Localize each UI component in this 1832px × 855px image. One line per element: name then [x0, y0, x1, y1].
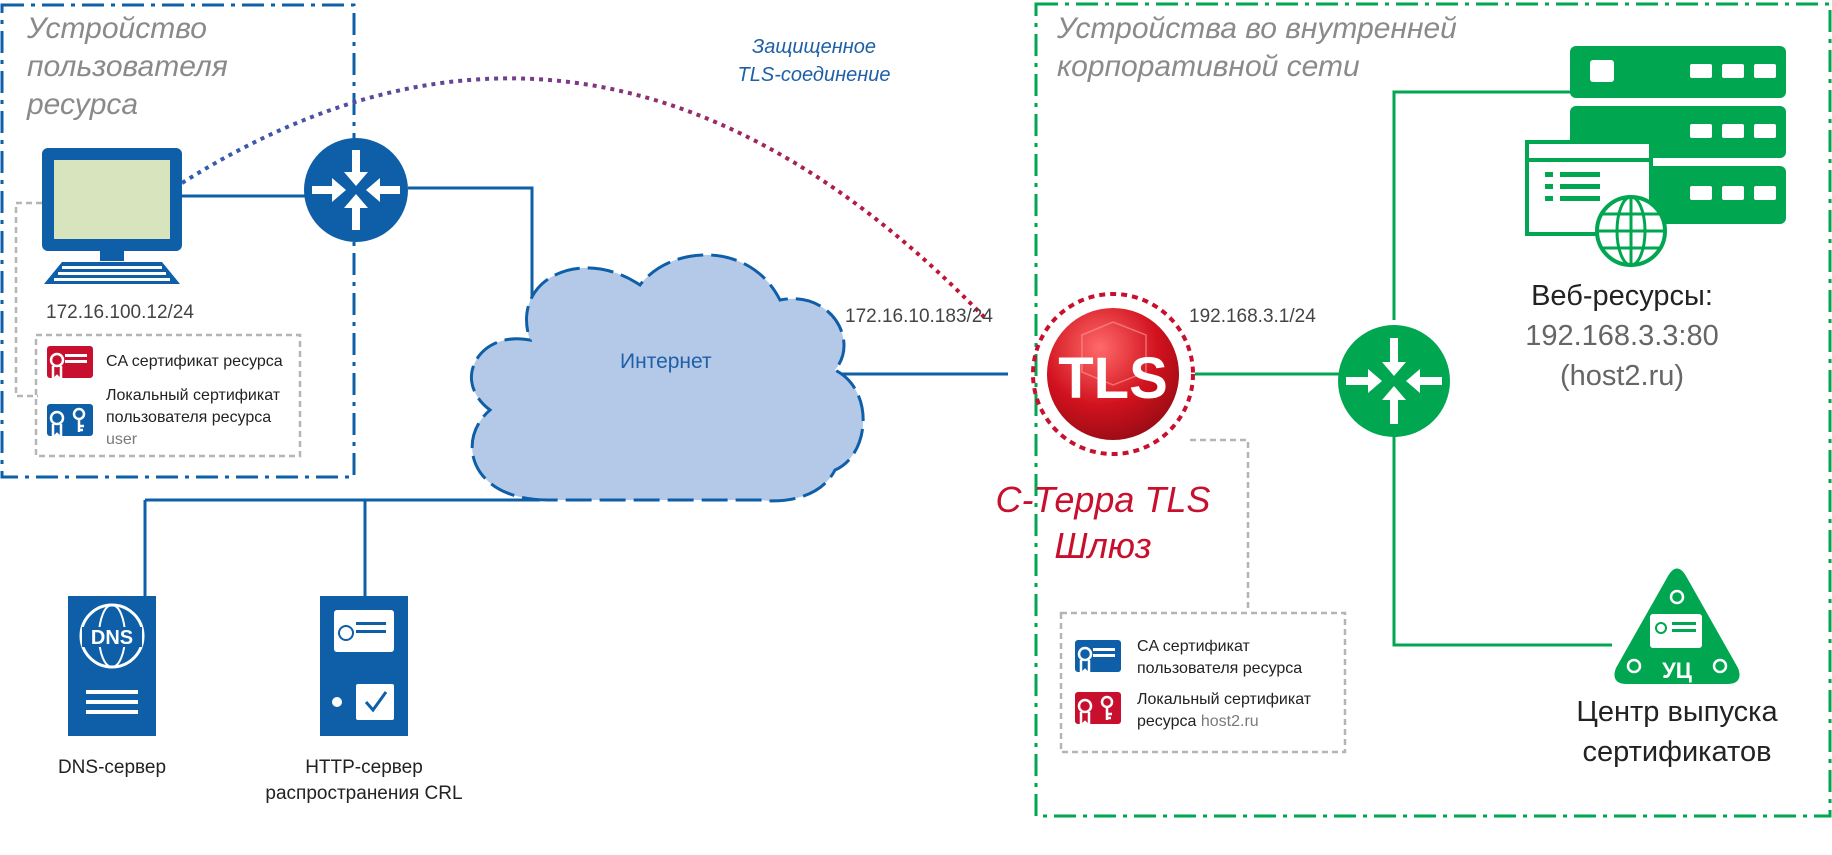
- user-local-cert-line: пользователя ресурса: [106, 409, 272, 426]
- user-local-cert-icon: [45, 402, 95, 440]
- blue-network-lines: [143, 186, 1008, 598]
- internet-label: Интернет: [620, 350, 712, 373]
- gateway-external-ip: 172.16.10.183/24: [845, 306, 993, 327]
- web-resources-host: (host2.ru): [1559, 360, 1685, 392]
- user-zone-title-line: Устройство: [27, 12, 207, 45]
- user-cert-owner: user: [106, 431, 138, 448]
- gray-connectors: [14, 201, 1347, 754]
- corp-zone-title-line: корпоративной сети: [1057, 50, 1360, 83]
- corp-zone-frame: [1034, 2, 1832, 818]
- user-ip-label: 172.16.100.12/24: [46, 302, 194, 323]
- gateway-internal-ip: 192.168.3.1/24: [1189, 306, 1316, 327]
- corp-zone-title: Устройства во внутренней корпоративной с…: [1057, 10, 1457, 86]
- web-resources-title: Веб-ресурсы:: [1531, 280, 1713, 312]
- gateway-ca-cert-label: CA сертификат пользователя ресурса: [1137, 636, 1302, 680]
- gateway-local-cert-icon: [1073, 690, 1123, 728]
- crl-server-label-line: HTTP-сервер: [305, 757, 423, 778]
- tls-link-label: Защищенное TLS-соединение: [724, 33, 904, 89]
- globe-icon: [1595, 195, 1667, 267]
- crl-server-label: HTTP-сервер распространения CRL: [244, 755, 484, 807]
- tls-gateway-icon: TLS: [1031, 292, 1195, 456]
- user-zone-title: Устройство пользователя ресурса: [27, 10, 228, 124]
- web-server-icon: [1525, 46, 1786, 267]
- gateway-local-cert-label: Локальный сертификат ресурса host2.ru: [1137, 689, 1311, 733]
- ca-center-icon: УЦ: [1614, 568, 1740, 684]
- gateway-ca-cert-icon: [1073, 638, 1123, 676]
- ca-center-label-line: сертификатов: [1582, 736, 1772, 768]
- user-ca-cert-label: CA сертификат ресурса: [106, 353, 283, 370]
- tls-link-label-line: TLS-соединение: [737, 64, 891, 86]
- ca-center-label-line: Центр выпуска: [1576, 696, 1778, 728]
- gateway-cert-owner: host2.ru: [1200, 713, 1259, 730]
- gateway-local-cert-line: Локальный сертификат: [1137, 691, 1312, 708]
- crl-server-label-line: распространения CRL: [265, 783, 463, 804]
- green-network-lines: [1195, 90, 1612, 647]
- user-zone-title-line: ресурса: [27, 88, 139, 121]
- user-local-cert-line: Локальный сертификат: [106, 387, 281, 404]
- gateway-local-cert-line: ресурса host2.ru: [1137, 711, 1311, 733]
- dns-server-icon: DNS: [68, 596, 156, 736]
- user-ca-cert-icon: [45, 344, 95, 382]
- gateway-name-line: Шлюз: [1054, 525, 1152, 566]
- dns-badge-text: DNS: [91, 627, 133, 649]
- gateway-ca-cert-line: пользователя ресурса: [1137, 660, 1303, 677]
- user-computer-icon: [42, 148, 182, 284]
- user-zone-frame: [0, 3, 356, 479]
- ca-center-label: Центр выпуска сертификатов: [1547, 692, 1807, 772]
- web-resources-address: 192.168.3.3:80: [1525, 320, 1719, 352]
- corp-zone-title-line: Устройства во внутренней: [1057, 12, 1457, 45]
- tls-link-label-line: Защищенное: [752, 36, 876, 58]
- gateway-name: С-Терра TLS Шлюз: [993, 477, 1213, 569]
- gateway-name-line: С-Терра TLS: [995, 479, 1211, 520]
- web-resources-label: Веб-ресурсы: 192.168.3.3:80 (host2.ru): [1512, 276, 1732, 396]
- ca-badge-text: УЦ: [1662, 658, 1692, 683]
- green-router-icon: [1338, 325, 1450, 437]
- tls-connection-arc: [180, 76, 987, 320]
- blue-router-icon: [304, 138, 408, 242]
- user-zone-title-line: пользователя: [27, 50, 228, 83]
- tls-logo-text: TLS: [1058, 346, 1168, 411]
- gateway-ca-cert-line: CA сертификат: [1137, 638, 1250, 655]
- crl-server-icon: [320, 596, 408, 736]
- gateway-local-cert-prefix: ресурса: [1137, 713, 1197, 730]
- dns-server-label: DNS-сервер: [57, 757, 167, 778]
- internet-cloud: [470, 253, 865, 503]
- user-local-cert-label: Локальный сертификат пользователя ресурс…: [106, 385, 280, 451]
